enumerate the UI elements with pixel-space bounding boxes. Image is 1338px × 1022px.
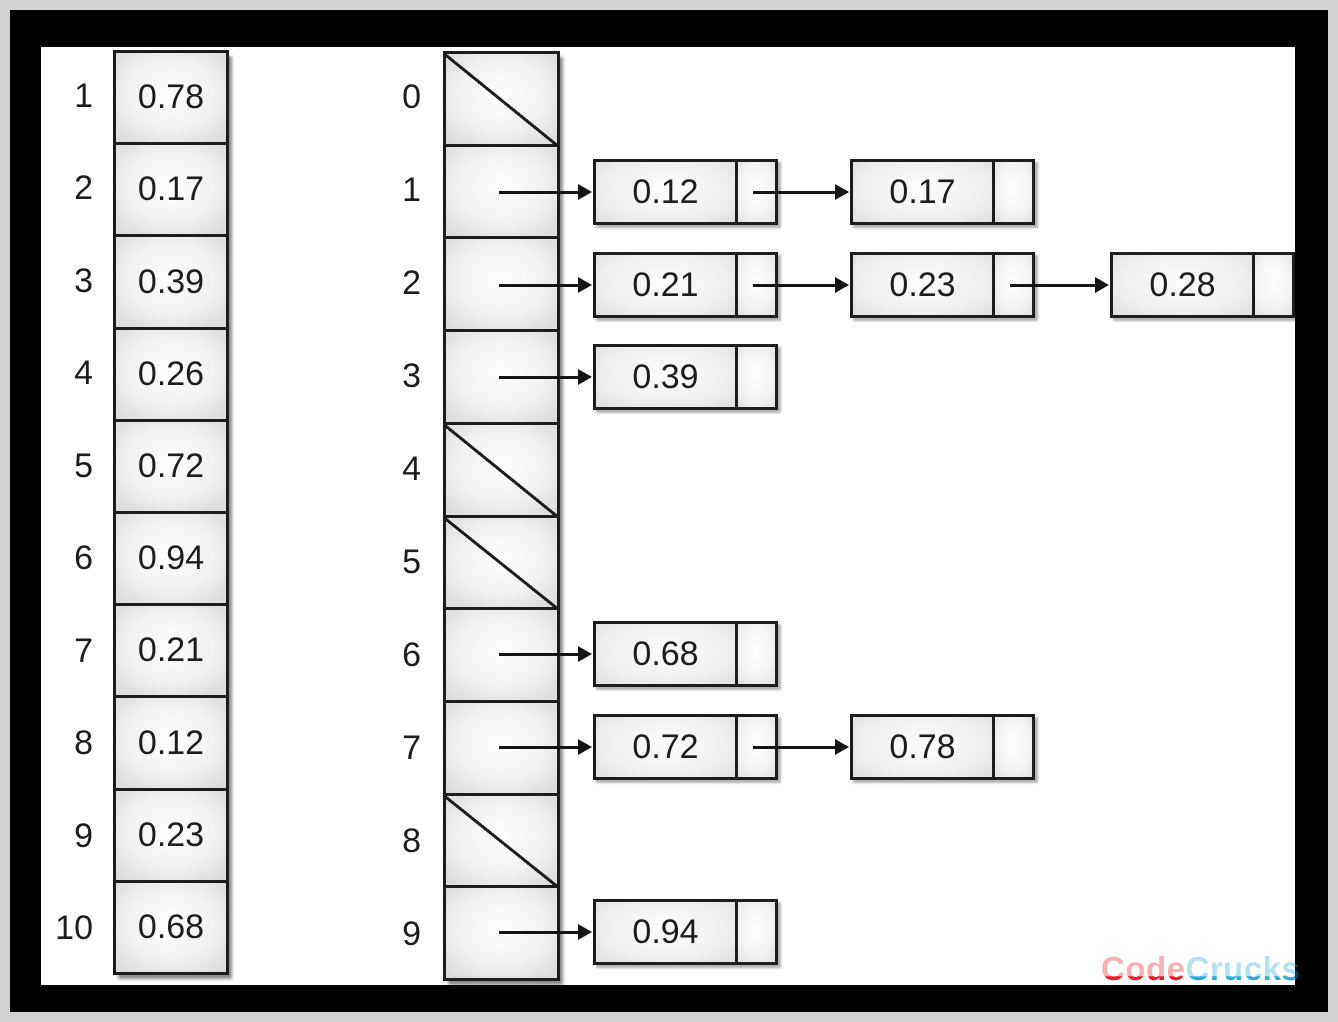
list-node: 0.17	[850, 159, 1035, 225]
arrow-icon	[499, 276, 592, 293]
arrow-icon	[753, 738, 849, 755]
index-label: 4	[402, 450, 421, 488]
index-label: 5	[402, 543, 421, 581]
node-value: 0.68	[596, 624, 735, 684]
array-cell: 0.17	[116, 142, 226, 235]
node-value: 0.23	[853, 255, 992, 315]
node-value: 0.12	[596, 162, 735, 222]
bucket-cell-empty	[446, 421, 557, 515]
array-cell: 0.26	[116, 326, 226, 419]
node-value: 0.17	[853, 162, 992, 222]
list-node: 0.28	[1110, 252, 1295, 318]
list-node: 0.21	[593, 252, 778, 318]
codecrucks-watermark: CodeCrucks CodeCrucks	[1101, 949, 1300, 989]
node-next-pointer	[1252, 255, 1292, 315]
index-label: 7	[74, 631, 93, 670]
index-label: 10	[55, 909, 93, 948]
array-cell: 0.78	[116, 53, 226, 143]
null-slash-icon	[446, 517, 557, 608]
bucket-cell-empty	[446, 792, 557, 886]
node-value: 0.39	[596, 347, 735, 407]
bucket-cell-empty	[446, 54, 557, 144]
watermark-faded-layer: CodeCrucks	[1101, 949, 1300, 989]
arrow-icon	[753, 276, 849, 293]
array-cell: 0.23	[116, 787, 226, 880]
diagram-canvas: 1 2 3 4 5 6 7 8 9 10 0.78 0.17 0.39 0.26…	[41, 47, 1300, 987]
watermark-text-right: Crucks	[1185, 950, 1301, 987]
index-label: 8	[402, 822, 421, 860]
arrow-icon	[499, 368, 592, 385]
list-node: 0.23	[850, 252, 1035, 318]
watermark-text-left: Code	[1101, 950, 1186, 987]
bucket-array	[443, 51, 560, 981]
index-label: 2	[74, 169, 93, 208]
bucket-array-index-labels: 0 1 2 3 4 5 6 7 8 9	[371, 51, 421, 981]
bucket-cell	[446, 236, 557, 330]
bucket-cell-empty	[446, 514, 557, 608]
index-label: 6	[402, 636, 421, 674]
array-cell: 0.72	[116, 418, 226, 512]
list-node: 0.39	[593, 344, 778, 410]
node-value: 0.78	[853, 717, 992, 777]
null-slash-icon	[446, 54, 557, 144]
list-node: 0.68	[593, 621, 778, 687]
array-cell: 0.12	[116, 695, 226, 788]
list-node: 0.78	[850, 714, 1035, 780]
index-label: 1	[74, 76, 93, 115]
index-label: 9	[402, 915, 421, 953]
input-array: 0.78 0.17 0.39 0.26 0.72 0.94 0.21 0.12 …	[113, 50, 229, 975]
arrow-icon	[499, 183, 592, 200]
node-value: 0.28	[1113, 255, 1252, 315]
null-slash-icon	[446, 795, 557, 886]
bucket-cell	[446, 143, 557, 237]
list-node: 0.94	[593, 899, 778, 965]
index-label: 9	[74, 816, 93, 855]
watermark-text-right: Crucks	[1185, 950, 1301, 987]
node-value: 0.94	[596, 902, 735, 962]
node-next-pointer	[735, 902, 775, 962]
bucket-cell	[446, 329, 557, 422]
arrow-icon	[499, 738, 592, 755]
index-label: 6	[74, 539, 93, 578]
arrow-icon	[499, 923, 592, 940]
arrow-icon	[753, 183, 849, 200]
input-array-index-labels: 1 2 3 4 5 6 7 8 9 10	[41, 50, 93, 975]
index-label: 0	[402, 78, 421, 116]
index-label: 1	[402, 171, 421, 209]
index-label: 3	[74, 261, 93, 300]
node-value: 0.21	[596, 255, 735, 315]
index-label: 8	[74, 724, 93, 763]
arrow-icon	[1010, 276, 1109, 293]
arrow-icon	[499, 645, 592, 662]
index-label: 3	[402, 357, 421, 395]
index-label: 2	[402, 264, 421, 302]
watermark-text-left: Code	[1101, 950, 1186, 987]
list-node: 0.12	[593, 159, 778, 225]
index-label: 7	[402, 729, 421, 767]
array-cell: 0.68	[116, 879, 226, 973]
node-next-pointer	[735, 347, 775, 407]
null-slash-icon	[446, 424, 557, 515]
array-cell: 0.39	[116, 234, 226, 327]
array-cell: 0.94	[116, 511, 226, 604]
watermark-solid-layer: CodeCrucks	[1101, 950, 1295, 989]
node-next-pointer	[992, 162, 1032, 222]
list-node: 0.72	[593, 714, 778, 780]
node-next-pointer	[992, 717, 1032, 777]
index-label: 4	[74, 354, 93, 393]
index-label: 5	[74, 446, 93, 485]
node-next-pointer	[735, 624, 775, 684]
array-cell: 0.21	[116, 603, 226, 696]
node-value: 0.72	[596, 717, 735, 777]
